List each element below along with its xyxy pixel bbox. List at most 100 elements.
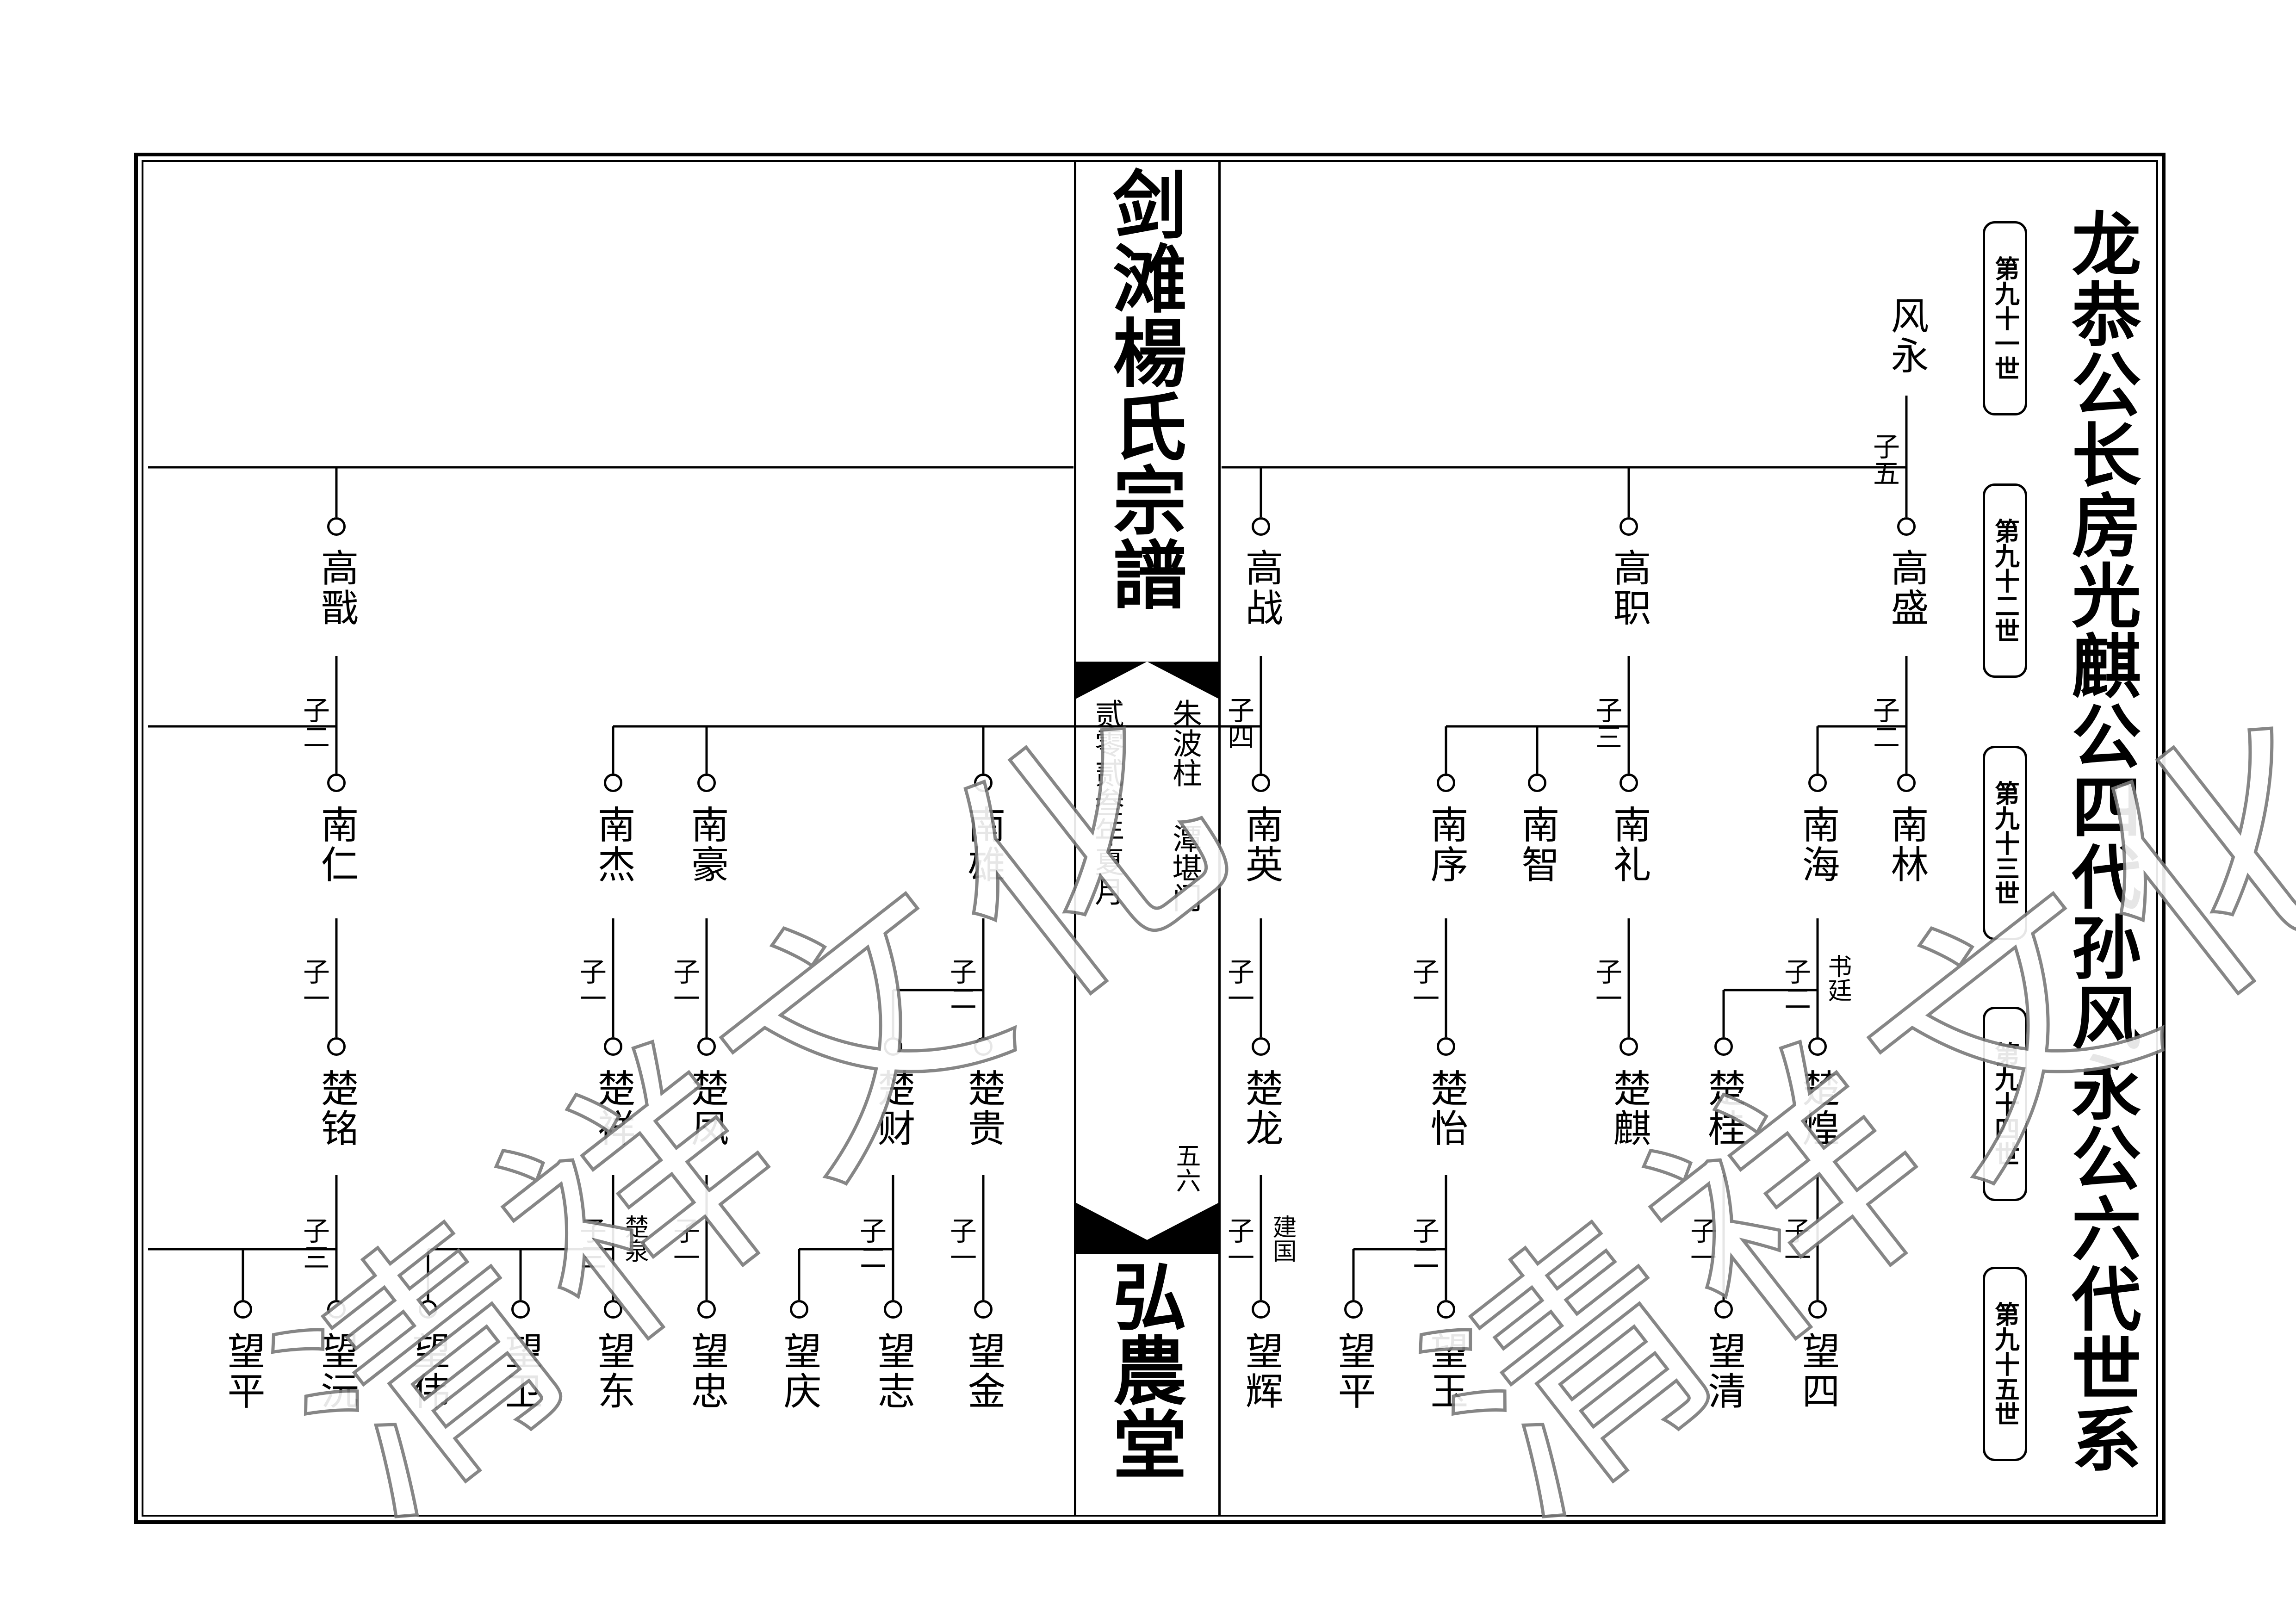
node-marker [604, 1037, 622, 1056]
node-marker [1252, 774, 1270, 792]
person-gaojian: 高戬 [314, 548, 358, 628]
node-marker [327, 774, 346, 792]
spine-book-title: 剑滩楊氏宗譜 [1100, 167, 1187, 611]
person-wangyuan: 望沅 [314, 1332, 358, 1411]
person-chuxiang: 楚祥 [591, 1069, 635, 1148]
person-nanying: 南英 [1239, 805, 1283, 885]
son-count: 子一 [575, 958, 607, 1011]
node-marker [884, 1037, 902, 1056]
son-count: 子二 [1868, 696, 1900, 750]
node-marker [419, 1300, 437, 1319]
person-nanzhi: 南智 [1515, 805, 1559, 885]
son-count: 子二 [1408, 1217, 1440, 1270]
person-nanxu: 南序 [1424, 805, 1468, 885]
node-marker [974, 1037, 993, 1056]
person-nanhai: 南海 [1795, 805, 1839, 885]
son-count: 子三 [575, 1217, 607, 1270]
spine-date: 贰零贰叁年夏月 [1090, 699, 1124, 906]
person-wangzhi: 望志 [871, 1332, 915, 1411]
son-count: 子一 [298, 958, 330, 1011]
node-marker [604, 1300, 622, 1319]
person-nanhao: 南豪 [684, 805, 728, 885]
node-marker [604, 774, 622, 792]
node-marker [1714, 1300, 1733, 1319]
son-count: 子一 [1686, 1217, 1717, 1270]
node-marker [974, 774, 993, 792]
page-title: 龙恭公长房光麒公四代孙风永公六代世系 [2060, 208, 2141, 1474]
node-marker [1437, 1300, 1455, 1319]
son-count: 子二 [298, 696, 330, 750]
person-wanghui: 望辉 [1239, 1332, 1283, 1411]
generation-label-95: 第九十五世 [1983, 1267, 2027, 1461]
son-count: 子一 [1591, 958, 1622, 1011]
node-marker [1437, 774, 1455, 792]
generation-label-92: 第九十二世 [1983, 483, 2027, 678]
node-marker [1897, 517, 1916, 536]
person-wangjin: 望金 [961, 1332, 1005, 1411]
person-chuhuang: 楚煌 [1795, 1069, 1839, 1148]
node-marker [1808, 1037, 1827, 1056]
node-marker [1620, 774, 1638, 792]
son-count: 子一 [669, 958, 700, 1011]
son-count: 子二 [945, 958, 977, 1011]
spine-fishtail-top [1076, 662, 1218, 699]
person-nanren: 南仁 [314, 805, 358, 885]
generation-label-94: 第九十四世 [1983, 1007, 2027, 1201]
person-nanli: 南礼 [1607, 805, 1651, 885]
node-marker [1620, 1037, 1638, 1056]
node-marker [697, 1300, 716, 1319]
son-count: 子二 [855, 1217, 887, 1270]
son-count: 子一 [945, 1217, 977, 1270]
spine-editor: 朱波柱 [1167, 699, 1202, 787]
person-nanjie: 南杰 [591, 805, 635, 885]
son-count: 子三 [298, 1217, 330, 1270]
spine-right-border [1218, 160, 1221, 1517]
person-chufeng: 楚凤 [684, 1069, 728, 1148]
person-nanlin: 南林 [1884, 805, 1928, 885]
person-chuyi: 楚怡 [1424, 1069, 1468, 1148]
node-marker [697, 1037, 716, 1056]
node-marker [327, 517, 346, 536]
node-marker [1252, 1300, 1270, 1319]
person-chucai: 楚财 [871, 1069, 915, 1148]
node-marker [1252, 517, 1270, 536]
son-count: 子一 [669, 1217, 700, 1270]
person-chuming: 楚铭 [314, 1069, 358, 1148]
spine-page-number: 五六 [1172, 1143, 1201, 1193]
person-chuqi: 楚麒 [1607, 1069, 1651, 1148]
son-count: 子一 [1223, 1217, 1254, 1270]
son-count: 子一 [1408, 958, 1440, 1011]
son-count: 子二 [1780, 958, 1811, 1011]
adoption-note: 书廷 [1824, 954, 1851, 1002]
person-chulong: 楚龙 [1239, 1069, 1283, 1148]
node-marker [790, 1300, 808, 1319]
person-wangsi: 望四 [1795, 1332, 1839, 1411]
node-marker [974, 1300, 993, 1319]
node-marker [1344, 1300, 1363, 1319]
person-gaosheng: 高盛 [1884, 548, 1928, 628]
adoption-note: 建国 [1268, 1214, 1296, 1263]
person-chugui: 楚桂 [1701, 1069, 1745, 1148]
node-marker [697, 774, 716, 792]
root-son-count: 子五 [1868, 433, 1900, 486]
node-marker [884, 1300, 902, 1319]
generation-label-93: 第九十三世 [1983, 746, 2027, 940]
page-frame-outer [134, 153, 2166, 1524]
adoption-note: 楚泉 [621, 1214, 648, 1263]
node-marker [327, 1300, 346, 1319]
son-count: 子一 [1780, 1217, 1811, 1270]
person-nanxiong: 南雄 [961, 805, 1005, 885]
page-frame-inner [142, 160, 2158, 1517]
person-wangwei: 望卫 [498, 1332, 542, 1411]
node-marker [511, 1300, 530, 1319]
node-marker [1897, 774, 1916, 792]
son-count: 子三 [1591, 696, 1622, 750]
person-wangzhong: 望忠 [684, 1332, 728, 1411]
person-wangwei2: 望伟 [406, 1332, 450, 1411]
son-count: 子四 [1223, 696, 1254, 750]
node-marker [1808, 774, 1827, 792]
person-chugui-left: 楚贵 [961, 1069, 1005, 1148]
person-wangqing-left: 望庆 [777, 1332, 821, 1411]
spine-left-border [1074, 160, 1076, 1517]
son-count: 子一 [1223, 958, 1254, 1011]
